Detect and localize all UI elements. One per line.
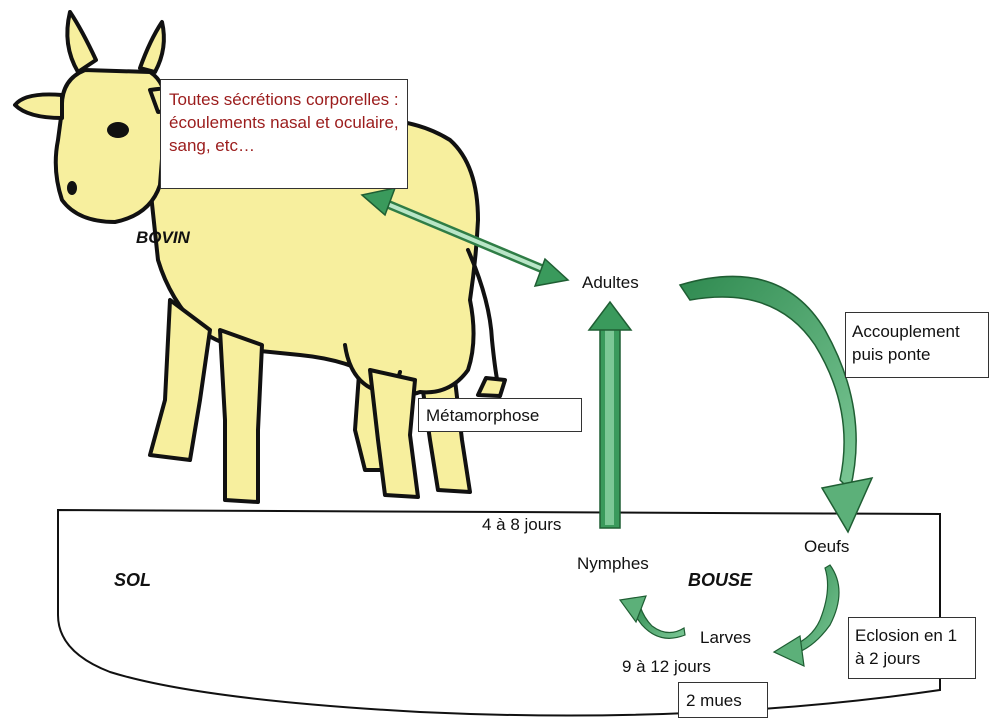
accouplement-box: Accouplement puis ponte [845,312,989,378]
bovin-label: BOVIN [136,228,190,248]
eclosion-box: Eclosion en 1 à 2 jours [848,617,976,679]
duree-larves-label: 9 à 12 jours [622,657,711,677]
oeufs-label: Oeufs [804,537,849,557]
larves-label: Larves [700,628,751,648]
bouse-label: BOUSE [688,570,752,591]
metamorphose-box: Métamorphose [418,398,582,432]
secretions-text: Toutes sécrétions corporelles : écouleme… [169,90,399,155]
duree-nymphose-label: 4 à 8 jours [482,515,561,535]
sol-label: SOL [114,570,151,591]
eclosion-text: Eclosion en 1 à 2 jours [855,626,957,668]
secretions-box: Toutes sécrétions corporelles : écouleme… [160,79,408,189]
nymphes-label: Nymphes [577,554,649,574]
arrow-metamorphosis [589,302,631,528]
mues-text: 2 mues [686,691,742,710]
mues-box: 2 mues [678,682,768,718]
metamorphose-text: Métamorphose [426,406,539,425]
adultes-label: Adultes [582,273,639,293]
accouplement-text: Accouplement puis ponte [852,322,960,364]
arrow-adults-to-eggs [680,276,872,532]
